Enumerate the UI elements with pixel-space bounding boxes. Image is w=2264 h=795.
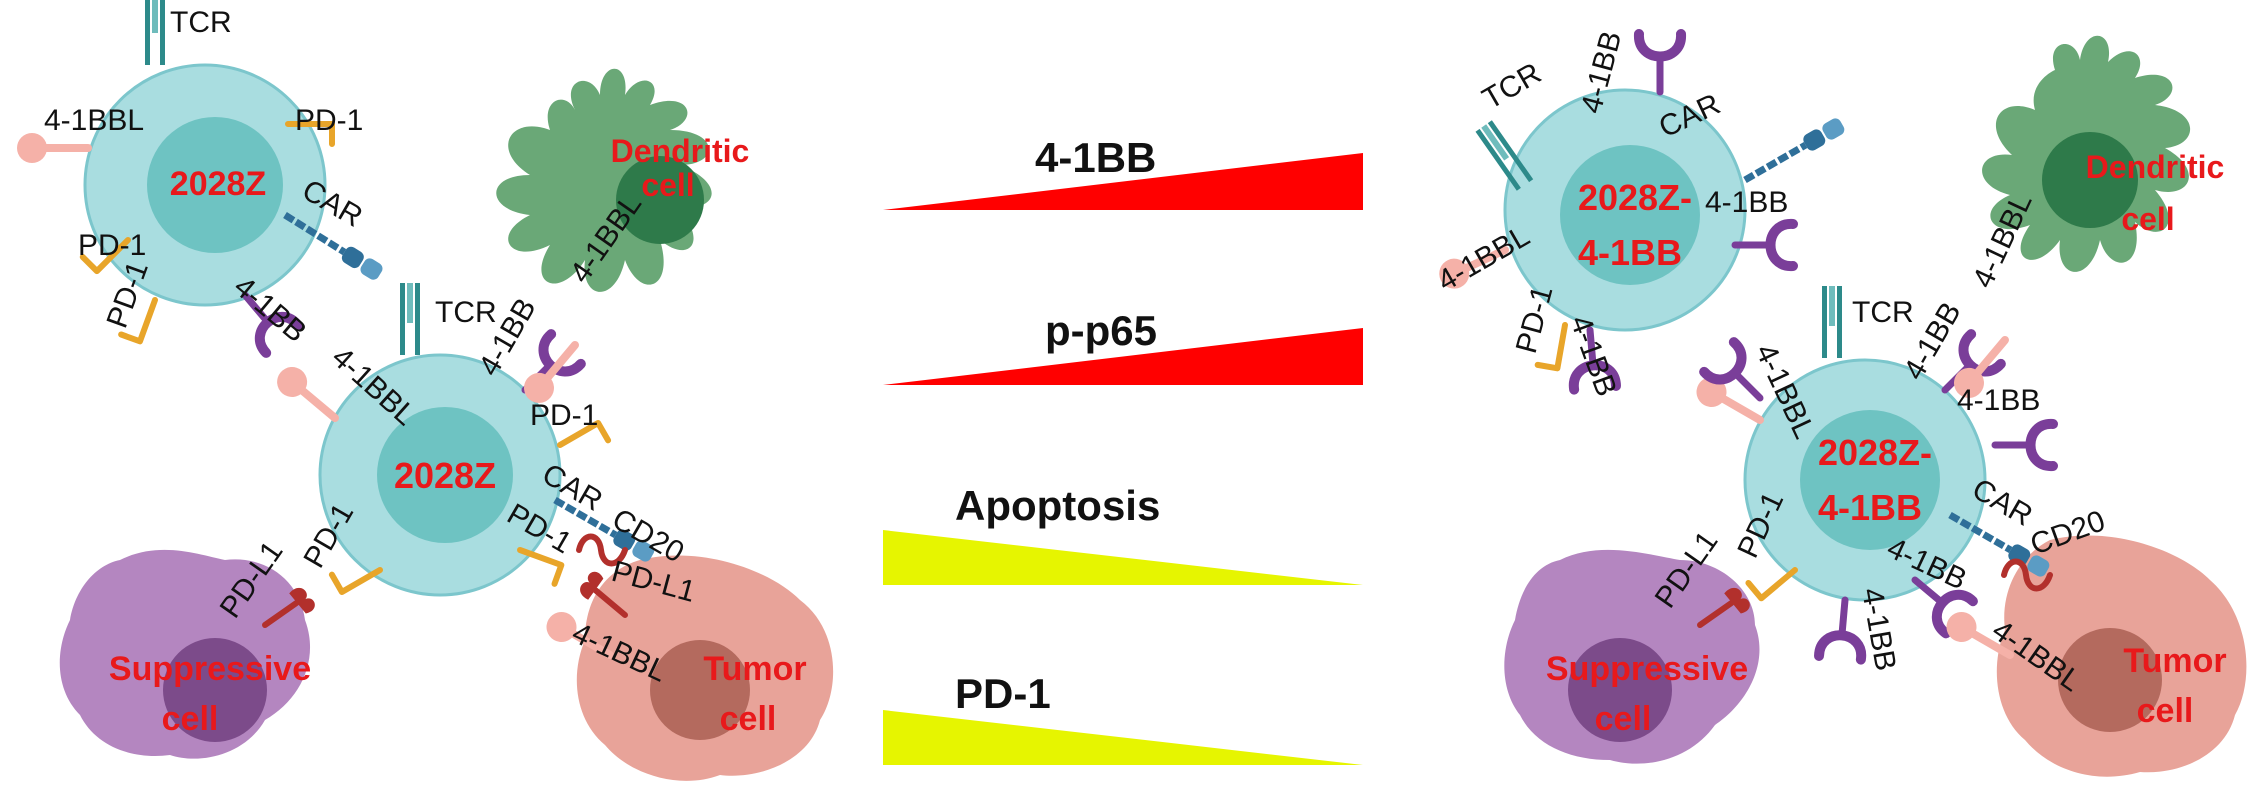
trend-wedge-increasing (883, 328, 1363, 385)
suppressive-cell-left: Suppressive cell (59, 549, 311, 759)
dendritic-cell-label-line1: Dendritic (611, 133, 750, 169)
trend-label: Apoptosis (955, 482, 1160, 529)
trend-label: p-p65 (1045, 307, 1157, 354)
t-cell-center-label-line2: 4-1BB (1818, 487, 1922, 528)
suppressive-cell-nucleus (163, 638, 267, 742)
tcr-receptor (400, 283, 420, 355)
trend-wedge-decreasing (883, 710, 1363, 765)
41bb-label: 4-1BB (1705, 186, 1788, 219)
right-panel: Dendritic cell Suppressive cell Tumor ce… (1432, 28, 2247, 777)
tumor-cell-label-line1: Tumor (703, 650, 806, 688)
tcr-label: TCR (170, 6, 232, 39)
tcr-label: TCR (1852, 296, 1914, 329)
middle-panel: 4-1BB p-p65 Apoptosis PD-1 (883, 134, 1363, 765)
dendritic-cell-left: Dendritic cell (496, 68, 750, 292)
tumor-cell-right: Tumor cell (1996, 535, 2247, 777)
pd1-label: PD-1 (295, 104, 363, 137)
trend-label: PD-1 (955, 670, 1051, 717)
tcr-receptor (145, 0, 165, 65)
t-cell-center-label-line1: 2028Z- (1818, 432, 1932, 473)
tumor-cell-label-line2: cell (720, 700, 777, 738)
t-cell-center-nucleus (1800, 410, 1940, 550)
trend-wedge-increasing (883, 153, 1363, 210)
41bb-receptor (1995, 424, 2053, 466)
t-cell-top-left: 2028Z TCR 4-1BBL PD-1 CAR PD-1 PD-1 4-1B… (17, 0, 385, 353)
dendritic-cell-nucleus (616, 156, 704, 244)
t-cell-top-label: 2028Z (170, 165, 266, 203)
tumor-cell-label-line1: Tumor (2123, 642, 2226, 680)
tcr-receptor (1822, 286, 1842, 358)
suppressive-cell-label-line2: cell (1595, 700, 1652, 738)
t-cell-top-right: 2028Z- 4-1BB 4-1BB TCR CAR 4-1BB 4-1BBL … (1432, 28, 1846, 401)
dendritic-cell-label-line1: Dendritic (2086, 149, 2225, 185)
tcr-label: TCR (435, 296, 497, 329)
tumor-cell-label-line2: cell (2137, 692, 2194, 730)
pd1-label: PD-1 (1510, 282, 1560, 357)
dendritic-cell-label-line2: cell (2121, 201, 2174, 237)
tumor-cell-nucleus (2058, 628, 2162, 732)
trend-item: p-p65 (883, 307, 1363, 385)
dendritic-cell-right: Dendritic cell (1982, 35, 2225, 272)
suppressive-cell-label-line2: cell (162, 700, 219, 738)
car-receptor (1741, 116, 1847, 188)
trend-item: PD-1 (883, 670, 1363, 765)
tcr-label: TCR (1477, 57, 1547, 116)
41bb-receptor (1639, 34, 1681, 92)
dendritic-cell-label-line2: cell (641, 167, 694, 203)
pd1-label: PD-1 (78, 229, 146, 262)
trend-label: 4-1BB (1035, 134, 1156, 181)
suppressive-cell-nucleus (1568, 638, 1672, 742)
suppressive-cell-label-line1: Suppressive (109, 650, 311, 688)
t-cell-center-label: 2028Z (394, 455, 496, 496)
t-cell-top-nucleus (1560, 145, 1700, 285)
41bbl-ligand (17, 133, 88, 163)
41bb-label: 4-1BB (1957, 384, 2040, 417)
t-cell-top-label-line1: 2028Z- (1578, 177, 1692, 218)
t-cell-center-nucleus (377, 407, 513, 543)
suppressive-cell-label-line1: Suppressive (1546, 650, 1748, 688)
left-panel: Dendritic cell Suppressive cell Tumor ce… (17, 0, 834, 781)
41bbl-label: 4-1BBL (44, 104, 144, 137)
trend-item: Apoptosis (883, 482, 1363, 585)
suppressive-cell-right: Suppressive cell (1504, 549, 1760, 764)
dendritic-cell-nucleus (2042, 132, 2138, 228)
tumor-cell-left: Tumor cell (576, 555, 834, 781)
pd1-label: PD-1 (530, 399, 598, 432)
trend-item: 4-1BB (883, 134, 1363, 210)
trend-wedge-decreasing (883, 530, 1363, 585)
t-cell-top-nucleus (147, 117, 283, 253)
t-cell-top-label-line2: 4-1BB (1578, 232, 1682, 273)
tumor-cell-nucleus (650, 640, 750, 740)
